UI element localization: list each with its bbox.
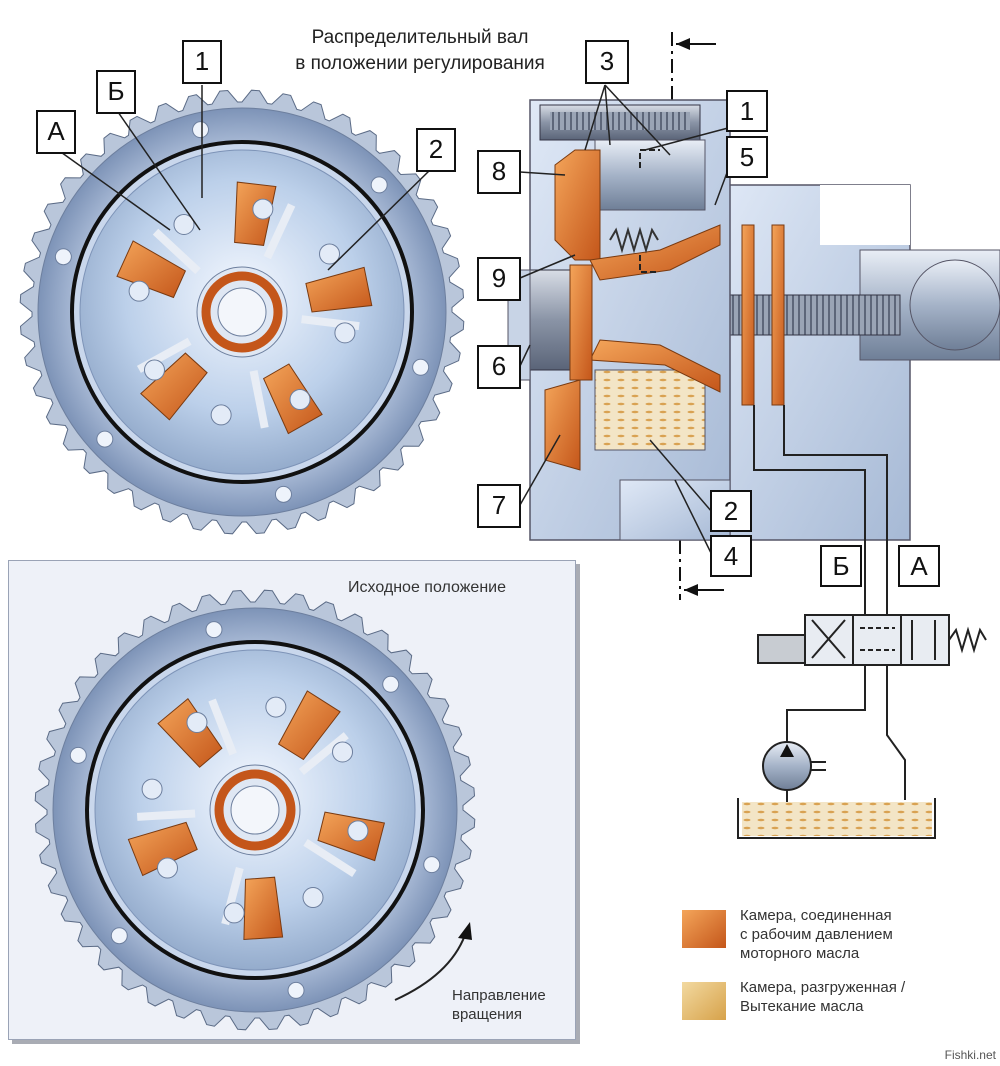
callout-1-left: 1 [182,40,222,84]
rotor-hole [252,198,274,220]
rotor-hole [128,280,150,302]
rotation-label-line1: Направление [452,987,546,1004]
title-line2: в положении регулирования [295,53,545,74]
vane [152,228,201,275]
legend-swatch-relieved [682,982,726,1020]
title-line1: Распределительный вал [311,27,529,48]
vane [263,203,296,260]
rotor-hole [210,404,232,426]
ring-hole [54,248,72,266]
legend-relieved-text: Камера, разгруженная / Вытекание масла [740,978,905,1016]
callout-b-left: Б [96,70,136,114]
callout-4: 4 [710,535,752,577]
callout-a-left: А [36,110,76,154]
initial-position-panel [8,560,576,1040]
legend-pressure-line2: с рабочим давлением [740,926,893,943]
vane [249,370,269,429]
adjuster-cross-section [507,32,1000,600]
callout-6: 6 [477,345,521,389]
rotor-hole [143,359,165,381]
pressure-chamber [140,352,208,421]
callout-2-left: 2 [416,128,456,172]
ring-hole [192,121,210,139]
legend-pressure-text: Камера, соединенная с рабочим давлением … [740,906,893,963]
leader-lines [57,84,729,556]
central-bore [217,287,267,337]
callout-5: 5 [726,136,768,178]
hub-oil-ring [201,271,283,353]
rotation-label-line2: вращения [452,1006,522,1023]
rotor-hole [334,322,356,344]
callout-a-valve: А [898,545,940,587]
panel-title: Исходное положение [348,579,506,596]
oil-lines [753,405,906,822]
watermark: Fishki.net [944,1048,996,1062]
pressure-chamber [305,266,373,313]
control-valve-symbol [757,614,987,666]
callout-b-valve: Б [820,545,862,587]
ring-hole [274,485,292,503]
legend-swatch-pressure [682,910,726,948]
ring-hole [412,358,430,376]
legend-pressure-line3: моторного масла [740,945,860,962]
callout-3: 3 [585,40,629,84]
ring-hole [96,430,114,448]
callout-8: 8 [477,150,521,194]
legend-pressure-line1: Камера, соединенная [740,907,892,924]
camshaft-adjuster-sprocket-adjusting [19,89,465,535]
legend-relieved-line1: Камера, разгруженная / [740,979,906,996]
rotor-hole [319,243,341,265]
oil-tank-symbol [737,798,936,839]
legend-relieved-line2: Вытекание масла [740,998,864,1015]
callout-9: 9 [477,257,521,301]
callout-2-right: 2 [710,490,752,532]
callout-1-right: 1 [726,90,768,132]
oil-pump-symbol [762,741,826,791]
ring-hole [370,176,388,194]
rotor-hole [289,389,311,411]
callout-7: 7 [477,484,521,528]
rotor-hole [173,213,195,235]
